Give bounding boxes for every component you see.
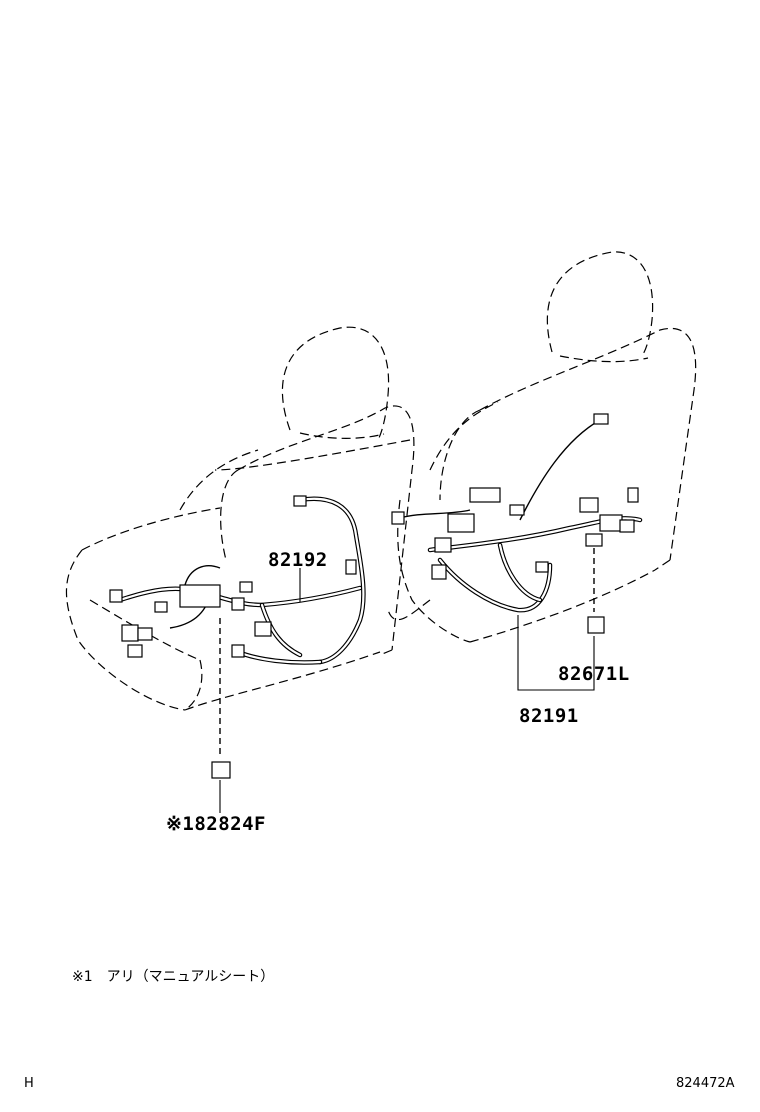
corner-code-left: H xyxy=(24,1076,34,1091)
connector-82824f xyxy=(211,761,231,779)
leader-82191 xyxy=(517,615,595,691)
part-label-82191: 82191 xyxy=(519,705,579,727)
right-seat-harness xyxy=(391,413,643,613)
connector-82671l xyxy=(587,616,605,634)
part-label-82671l: 82671L xyxy=(558,663,630,685)
right-seat-outline xyxy=(214,251,697,643)
part-label-82192: 82192 xyxy=(268,549,328,571)
part-label-82824f: ※182824F xyxy=(166,813,266,835)
diagram-id: 824472A xyxy=(676,1076,735,1091)
left-seat-outline xyxy=(65,326,415,711)
footnote: ※1 アリ（マニュアルシート） xyxy=(72,969,275,985)
left-seat-harness xyxy=(109,495,366,665)
